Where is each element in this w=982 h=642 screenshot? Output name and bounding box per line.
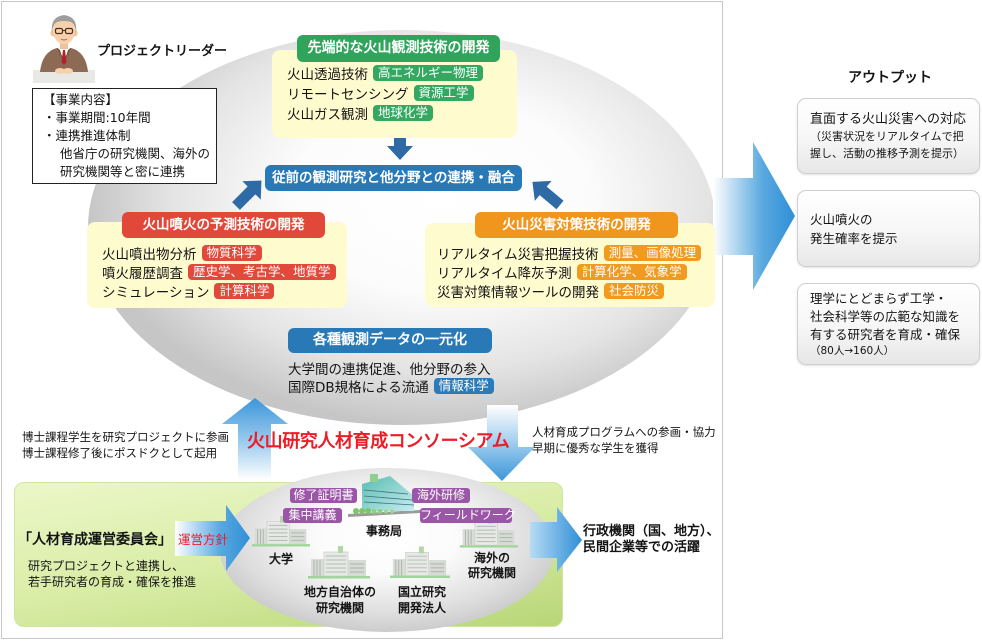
output-line: （災害状況をリアルタイムで把 (810, 129, 964, 143)
national-institute-building-icon (390, 545, 450, 579)
disaster-countermeasures-rows: リアルタイム災害把握技術 測量、画像処理 リアルタイム降灰予測 計算化学、気象学… (437, 243, 702, 301)
output-arrow-icon (713, 142, 795, 290)
field-tag: 社会防災 (604, 282, 665, 299)
tech-row: 火山噴出物分析 物質科学 (102, 243, 336, 263)
tech-row: リアルタイム降灰予測 計算化学、気象学 (437, 262, 701, 282)
field-tag: 地球化学 (373, 105, 434, 121)
note-line: 博士課程学生を研究プロジェクトに参画 (22, 430, 229, 444)
project-info-box: 【事業内容】 ・事業期間:10年間 ・連携推進体制 他省庁の研究機関、海外の 研… (32, 88, 217, 184)
note-line: 早期に優秀な学生を獲得 (532, 441, 659, 455)
field-tag: 物質科学 (201, 244, 262, 261)
data-unification-header: 各種観測データの一元化 (288, 328, 492, 353)
output-line: 理学にとどまらず工学・ (810, 290, 948, 306)
output-note: （80人→160人） (810, 344, 895, 357)
label-line: 国立研究 (397, 585, 446, 599)
label-line: 海外の (473, 551, 510, 565)
info-line: 他省庁の研究機関、海外の (60, 146, 211, 161)
tech-name: リアルタイム降灰予測 (437, 265, 572, 282)
project-leader-person-icon (33, 15, 95, 83)
field-tag: 測量、画像処理 (603, 244, 702, 261)
output-box: 理学にとどまらず工学・ 社会科学等の広範な知識を 有する研究者を育成・確保 （8… (797, 283, 980, 365)
national-institute-label: 国立研究 開発法人 (390, 584, 454, 616)
data-line-text: 大学間の連携促進、他分野の参入 (288, 362, 491, 378)
tech-name: 火山透過技術 (287, 67, 368, 83)
output-line: 発生確率を提示 (810, 230, 898, 246)
info-line: ・事業期間:10年間 (43, 110, 151, 125)
output-box: 火山噴火の 発生確率を提示 (797, 190, 980, 267)
info-line: ・連携推進体制 (43, 128, 131, 143)
advanced-tech-rows: 火山透過技術 高エネルギー物理 リモートセンシング 資源工学 火山ガス観測 地球… (287, 63, 484, 123)
field-tag: 高エネルギー物理 (373, 65, 484, 81)
field-tag: 計算化学、気象学 (576, 263, 687, 280)
career-line: 民間企業等での活躍 (583, 540, 701, 555)
committee-description: 研究プロジェクトと連携し、 若手研究者の育成・確保を推進 (28, 558, 196, 590)
tech-row: シミュレーション 計算科学 (102, 281, 336, 301)
committee-name: 「人材育成運営委員会」 (18, 532, 172, 548)
tech-name: リアルタイム災害把握技術 (437, 246, 599, 263)
output-line: 火山噴火の (810, 211, 873, 227)
upward-note: 博士課程学生を研究プロジェクトに参画 博士課程修了後にポスドクとして起用 (22, 429, 229, 461)
university-label: 大学 (268, 552, 293, 566)
output-line: 握し、活動の推移予測を提示） (810, 146, 964, 160)
field-tag: 計算科学 (214, 282, 275, 299)
tech-name: リモートセンシング (287, 87, 409, 103)
eruption-prediction-rows: 火山噴出物分析 物質科学 噴火履歴調査 歴史学、考古学、地質学 シミュレーション… (102, 243, 336, 301)
main-panel (1, 1, 723, 639)
project-leader-title: プロジェクトリーダー (97, 44, 228, 59)
secretariat-building-icon (348, 474, 420, 520)
program-tag: 修了証明書 (290, 488, 357, 503)
advanced-tech-header: 先端的な火山観測技術の開発 (297, 35, 500, 62)
note-line: 人材育成プログラムへの参画・協力 (532, 425, 716, 439)
field-tag: 資源工学 (413, 85, 474, 101)
program-tag: フィールドワーク (420, 508, 516, 523)
career-outcome: 行政機関（国、地方）、 民間企業等での活躍 (583, 524, 720, 556)
tech-row: 火山ガス観測 地球化学 (287, 103, 483, 123)
field-tag: 情報科学 (433, 378, 494, 394)
tech-row: 火山透過技術 高エネルギー物理 (287, 63, 484, 83)
data-row-text: 国際DB規格による流通 (288, 380, 429, 396)
program-tag: 海外研修 (412, 488, 470, 503)
output-box: 直面する火山災害への対応 （災害状況をリアルタイムで把 握し、活動の推移予測を提… (797, 98, 980, 174)
tech-name: 噴火履歴調査 (102, 265, 183, 282)
local-government-label: 地方自治体の 研究機関 (296, 584, 384, 616)
committee-line: 若手研究者の育成・確保を推進 (28, 575, 197, 589)
label-line: 研究機関 (315, 601, 364, 615)
tech-name: シミュレーション (102, 284, 210, 301)
eruption-prediction-header: 火山噴火の予測技術の開発 (122, 212, 325, 238)
advanced-tech-box (272, 50, 517, 138)
label-line: 地方自治体の (303, 585, 376, 599)
output-line: 直面する火山災害への対応 (810, 111, 967, 127)
local-government-building-icon (308, 545, 370, 579)
tech-row: リモートセンシング 資源工学 (287, 83, 483, 103)
tech-row: 噴火履歴調査 歴史学、考古学、地質学 (102, 262, 336, 282)
data-row: 国際DB規格による流通 情報科学 (288, 377, 494, 396)
info-heading: 【事業内容】 (43, 92, 119, 107)
data-unification-rows: 大学間の連携促進、他分野の参入 国際DB規格による流通 情報科学 (288, 359, 494, 396)
integration-banner: 従前の観測研究と他分野との連携・融合 (265, 165, 522, 191)
secretariat-label: 事務局 (365, 524, 402, 538)
note-line: 博士課程修了後にポスドクとして起用 (22, 446, 218, 460)
tech-name: 火山噴出物分析 (102, 246, 197, 263)
committee-line: 研究プロジェクトと連携し、 (28, 559, 185, 573)
disaster-countermeasures-header: 火山災害対策技術の開発 (475, 212, 678, 238)
overseas-institute-label: 海外の 研究機関 (460, 551, 524, 581)
tech-name: 火山ガス観測 (287, 107, 368, 123)
policy-label: 運営方針 (178, 532, 229, 547)
output-line: 有する研究者を育成・確保 (810, 326, 961, 342)
info-line: 研究機関等と密に連携 (60, 164, 186, 179)
output-line: 社会科学等の広範な知識を (810, 308, 961, 324)
field-tag: 歴史学、考古学、地質学 (188, 263, 336, 280)
tech-row: リアルタイム災害把握技術 測量、画像処理 (437, 243, 702, 263)
label-line: 研究機関 (467, 566, 516, 580)
tech-row: 災害対策情報ツールの開発 社会防災 (437, 281, 701, 301)
label-line: 開発法人 (397, 601, 446, 615)
downward-note: 人材育成プログラムへの参画・協力 早期に優秀な学生を獲得 (532, 424, 716, 456)
consortium-title: 火山研究人材育成コンソーシアム (247, 431, 510, 452)
output-title: アウトプット (848, 70, 932, 86)
program-tag: 集中講義 (283, 508, 342, 523)
data-line: 大学間の連携促進、他分野の参入 (288, 359, 494, 378)
career-line: 行政機関（国、地方）、 (583, 524, 720, 539)
tech-name: 災害対策情報ツールの開発 (437, 284, 599, 301)
